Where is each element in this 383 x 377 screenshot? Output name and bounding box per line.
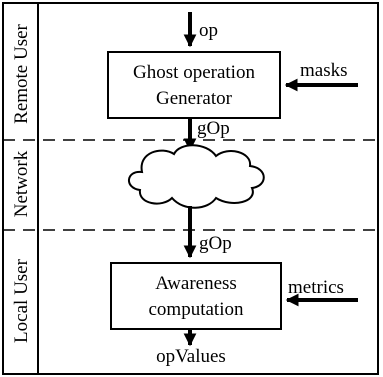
lane-label-remote-user: Remote User: [11, 23, 32, 123]
awareness-line1: Awareness: [155, 273, 237, 294]
awareness-line2: computation: [149, 299, 244, 320]
lane-label-local-user: Local User: [11, 258, 32, 343]
gop-label-top: gOp: [197, 118, 230, 139]
awareness-box: [110, 262, 282, 330]
diagram-frame: [2, 2, 379, 375]
ghost-generator-line1: Ghost operation: [133, 62, 255, 83]
lane-label-network: Network: [11, 150, 32, 217]
ghost-generator-line2: Generator: [156, 88, 233, 109]
metrics-label: metrics: [288, 277, 344, 298]
gop-label-bottom: gOp: [199, 233, 232, 254]
opvalues-label: opValues: [156, 346, 226, 367]
masks-label: masks: [300, 60, 348, 81]
network-cloud: [128, 144, 265, 209]
op-label: op: [199, 20, 218, 41]
ghost-generator-box: [107, 51, 281, 119]
